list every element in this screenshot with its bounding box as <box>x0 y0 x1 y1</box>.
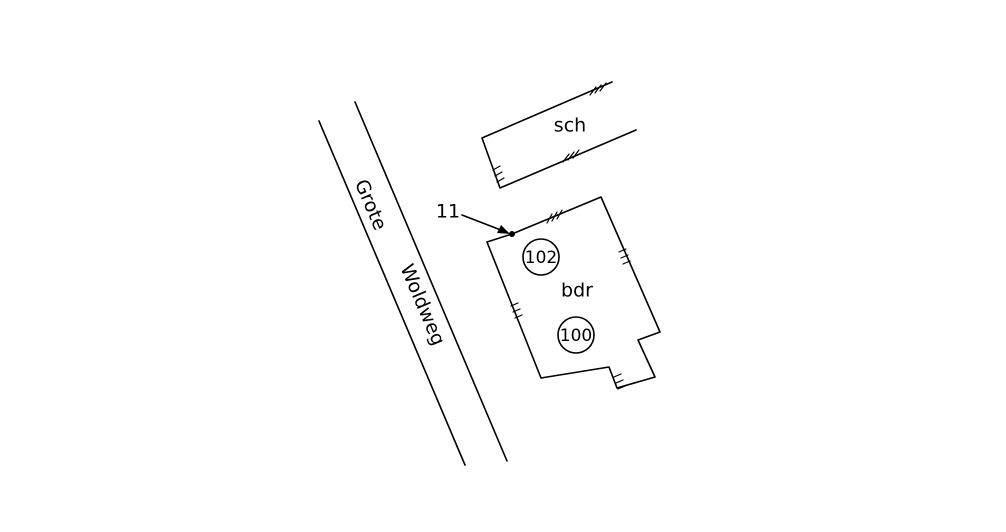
road-edge-west <box>318 120 466 466</box>
point-arrow-line <box>461 214 507 233</box>
shed-outline <box>481 81 637 189</box>
shed-label: sch <box>554 115 586 137</box>
house-number-circle-lower <box>557 316 595 354</box>
point-arrow-head <box>497 225 510 234</box>
house-hatching <box>510 209 631 390</box>
road-edge-east <box>354 101 508 462</box>
point-label: 11 <box>436 201 460 223</box>
shed-hatching <box>492 82 607 183</box>
house-number-circle-upper <box>522 238 560 276</box>
survey-point-marker <box>509 231 515 237</box>
house-outline <box>486 196 661 389</box>
street-name-word1-group: Grote <box>350 176 391 233</box>
street-name-word1: Grote <box>350 176 391 233</box>
house-number-lower: 100 <box>560 326 592 346</box>
house-number-upper: 102 <box>525 248 557 268</box>
house-label: bdr <box>561 280 593 302</box>
